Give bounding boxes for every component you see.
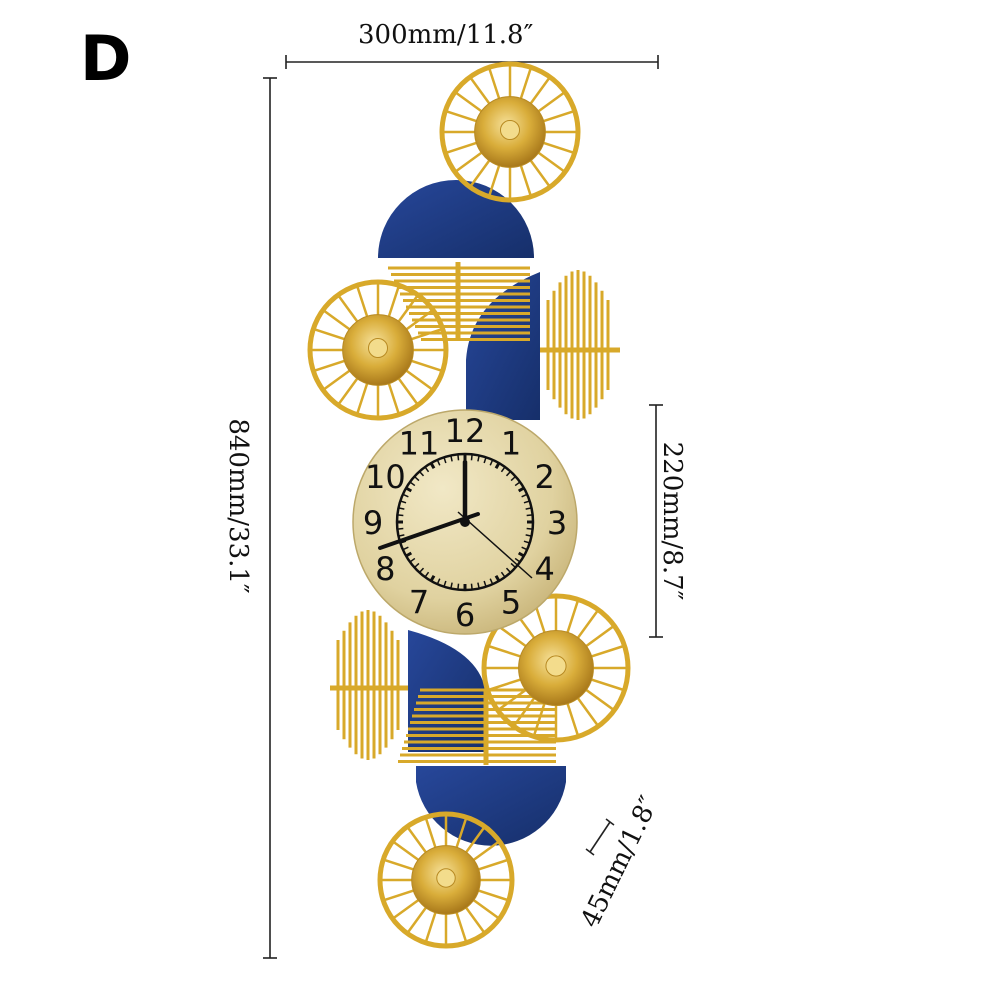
bottom-navy-half-disc <box>416 766 566 846</box>
height-dimension-line <box>263 77 277 959</box>
clock-numeral: 3 <box>547 504 567 542</box>
clock-numeral: 6 <box>455 596 475 634</box>
clock-numeral: 2 <box>534 458 554 496</box>
clock-face-dimension-line <box>649 404 663 638</box>
upper-left-wheel <box>307 279 449 421</box>
clock-numeral: 8 <box>375 550 395 588</box>
clock-numeral: 5 <box>501 584 521 622</box>
variant-label: D <box>80 22 132 95</box>
clock-center-cap <box>460 517 470 527</box>
top-wheel <box>439 61 581 203</box>
width-dimension-label: 300mm/11.8″ <box>358 20 534 50</box>
upper-navy-panel <box>466 272 540 420</box>
clock-numeral: 7 <box>409 584 429 622</box>
clock-numeral: 10 <box>365 458 406 496</box>
clock-face-dimension-label: 220mm/8.7″ <box>657 441 687 601</box>
height-dimension-label: 840mm/33.1″ <box>223 418 253 594</box>
clock-numeral: 9 <box>363 504 383 542</box>
gold-wheels <box>307 61 631 949</box>
width-dimension-line <box>285 55 659 69</box>
clock-numeral: 1 <box>501 424 521 462</box>
clock-numeral: 12 <box>445 412 486 450</box>
second-hand <box>457 511 533 579</box>
clock-numeral: 11 <box>399 424 440 462</box>
bottom-wheel <box>377 811 515 949</box>
minute-ticks <box>397 454 533 590</box>
depth-dimension-line <box>585 818 615 856</box>
clock-numeral: 4 <box>534 550 554 588</box>
